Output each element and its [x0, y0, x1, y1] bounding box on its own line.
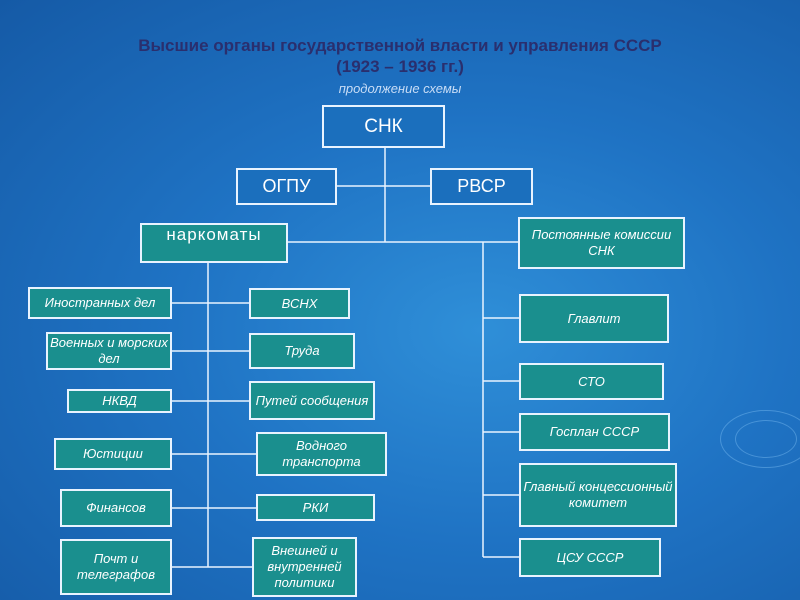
narkomat-yusticii: Юстиции: [54, 438, 172, 470]
commission-glavlit: Главлит: [519, 294, 669, 343]
narkomat-finansov: Финансов: [60, 489, 172, 527]
diagram-title-line1: Высшие органы государственной власти и у…: [138, 36, 662, 55]
narkomat-nkvd: НКВД: [67, 389, 172, 413]
narkomat-putei-soobsheniya: Путей сообщения: [249, 381, 375, 420]
commission-csu: ЦСУ СССР: [519, 538, 661, 577]
narkomaty-box: наркоматы: [140, 223, 288, 263]
commission-sto: СТО: [519, 363, 664, 400]
narkomat-vsnh: ВСНХ: [249, 288, 350, 319]
narkomat-pocht: Почт и телеграфов: [60, 539, 172, 595]
narkomat-truda: Труда: [249, 333, 355, 369]
snk-box: СНК: [322, 105, 445, 148]
commissions-box: Постоянные комиссии СНК: [518, 217, 685, 269]
diagram-subtitle: продолжение схемы: [338, 81, 462, 96]
narkomat-vneshney-politiki: Внешней и внутренней политики: [252, 537, 357, 597]
water-ripple-decoration: [720, 410, 800, 468]
narkomat-rki: РКИ: [256, 494, 375, 521]
narkomat-vodnogo-transporta: Водного транспорта: [256, 432, 387, 476]
commission-gosplan: Госплан СССР: [519, 413, 670, 451]
commission-koncessionnyi-komitet: Главный концессионный комитет: [519, 463, 677, 527]
rvsr-box: РВСР: [430, 168, 533, 205]
narkomat-inostrannyh-del: Иностранных дел: [28, 287, 172, 319]
narkomat-voennyh-del: Военных и морских дел: [46, 332, 172, 370]
diagram-title-line2: (1923 – 1936 гг.): [336, 57, 464, 76]
ogpu-box: ОГПУ: [236, 168, 337, 205]
